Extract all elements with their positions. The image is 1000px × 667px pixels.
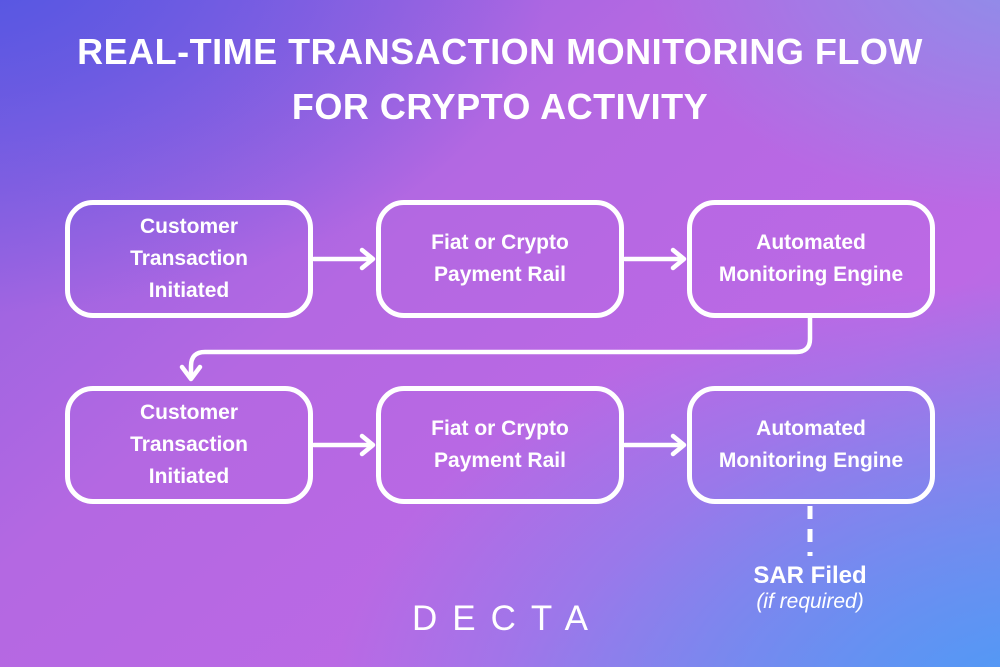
node-label-line: Initiated [148, 465, 230, 488]
node-label-line: Customer [139, 401, 239, 424]
page-title-line-1: REAL-TIME TRANSACTION MONITORING FLOW [77, 31, 923, 72]
node-label-line: Monitoring Engine [718, 263, 904, 286]
flow-node-automated-monitoring-engine-row2: Automated Monitoring Engine [687, 386, 935, 504]
page-title: REAL-TIME TRANSACTION MONITORING FLOW FO… [0, 24, 1000, 134]
flow-node-fiat-or-crypto-payment-rail-row1: Fiat or Crypto Payment Rail [376, 200, 624, 318]
page-title-line-2: FOR CRYPTO ACTIVITY [291, 86, 709, 127]
arrow-right-icon [311, 433, 376, 457]
node-label-line: Monitoring Engine [718, 449, 904, 472]
flow-node-customer-transaction-initiated-row1: Customer Transaction Initiated [65, 200, 313, 318]
flow-node-customer-transaction-initiated-row2: Customer Transaction Initiated [65, 386, 313, 504]
node-label-line: Transaction [130, 433, 248, 456]
node-label-line: Initiated [148, 279, 230, 302]
node-label-line: Automated [756, 417, 866, 440]
node-label-line: Transaction [130, 247, 248, 270]
node-label-line: Fiat or Crypto [431, 231, 569, 254]
node-label-line: Automated [756, 231, 866, 254]
node-label-line: Payment Rail [434, 449, 566, 472]
node-label-line: Fiat or Crypto [431, 417, 569, 440]
decta-logo: DECTA [411, 599, 604, 638]
sar-filed-label: SAR Filed [753, 562, 867, 589]
arrow-right-icon [622, 433, 687, 457]
flow-node-fiat-or-crypto-payment-rail-row2: Fiat or Crypto Payment Rail [376, 386, 624, 504]
sar-filed-note: (if required) [756, 590, 864, 613]
loop-connector-arrow-down [179, 315, 813, 382]
flow-node-automated-monitoring-engine-row1: Automated Monitoring Engine [687, 200, 935, 318]
node-label-line: Customer [139, 215, 239, 238]
node-label-line: Payment Rail [434, 263, 566, 286]
arrow-right-icon [311, 247, 376, 271]
arrow-right-icon [622, 247, 687, 271]
